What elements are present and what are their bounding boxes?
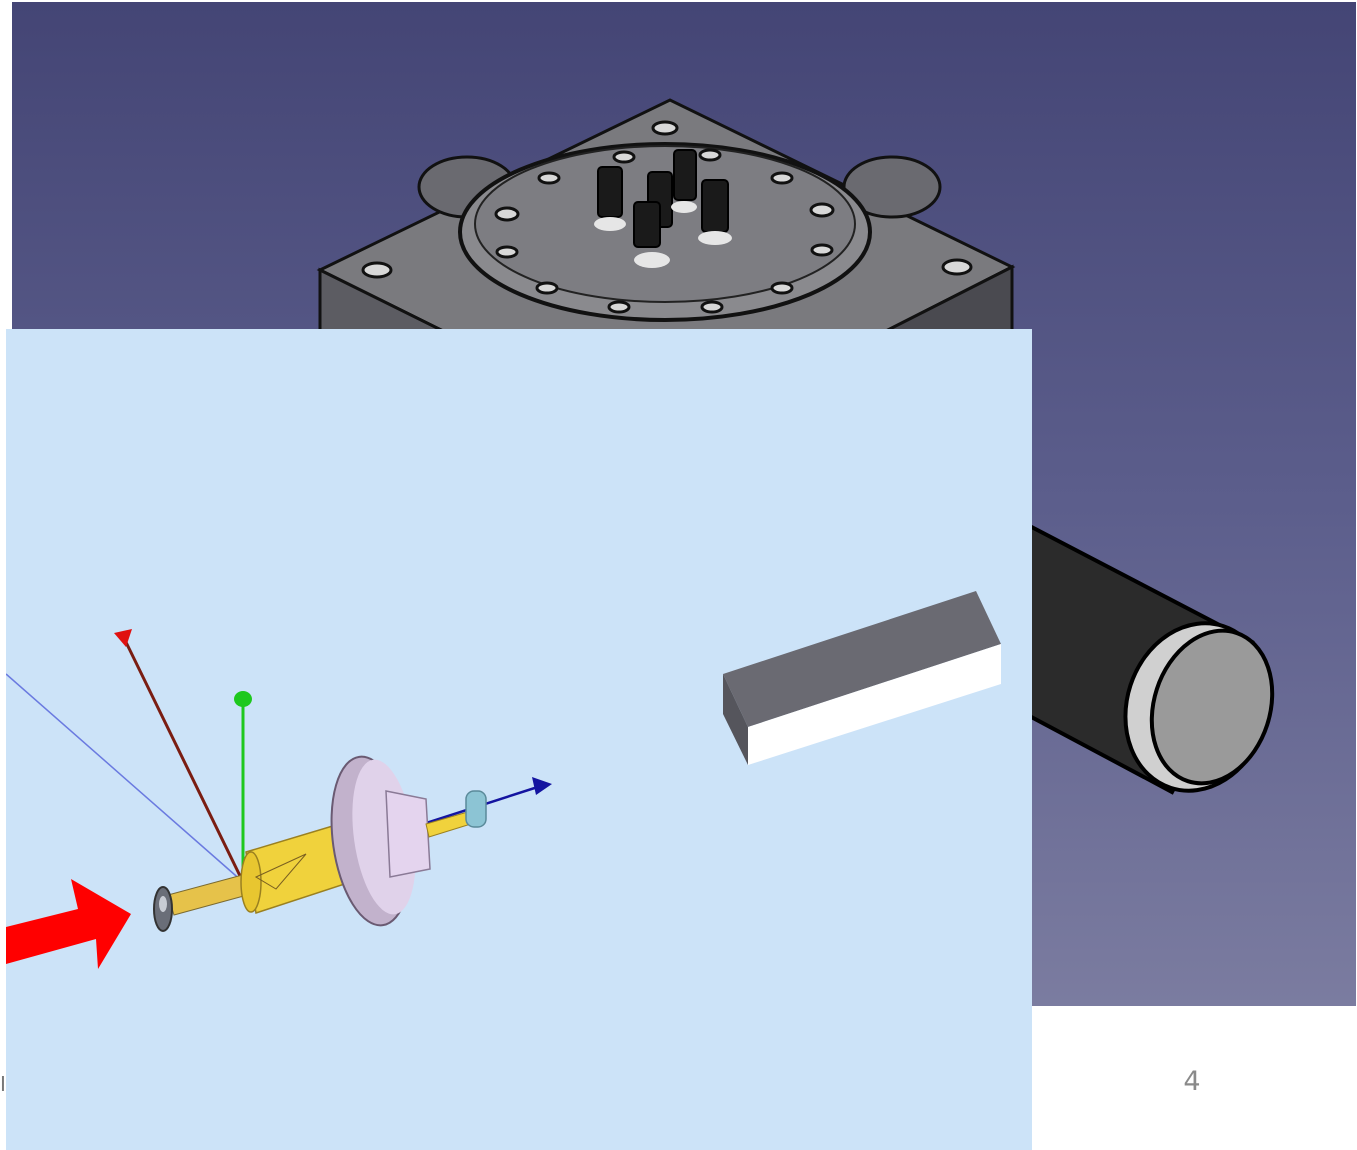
edge-text-fragment: I <box>0 1072 6 1096</box>
left-pin-shaft <box>167 873 252 916</box>
axis-x-arrowhead <box>114 629 132 647</box>
axis-line-diagonal <box>6 673 244 883</box>
center-pins <box>597 149 729 248</box>
axis-line-x <box>120 633 245 883</box>
axis-z-arrowhead <box>532 777 552 795</box>
bolt-holes <box>361 120 973 314</box>
slide-page-number: 4 <box>1183 1066 1201 1097</box>
red-pointer-arrow-icon <box>6 879 131 969</box>
axis-y-tip <box>234 691 252 707</box>
assembly-render <box>6 591 1001 969</box>
inset-3d-viewport[interactable] <box>6 329 1032 1150</box>
grey-block <box>723 591 1001 765</box>
shaft-end-face <box>1149 628 1275 786</box>
flange-hub <box>385 790 431 878</box>
small-cap <box>465 790 487 828</box>
